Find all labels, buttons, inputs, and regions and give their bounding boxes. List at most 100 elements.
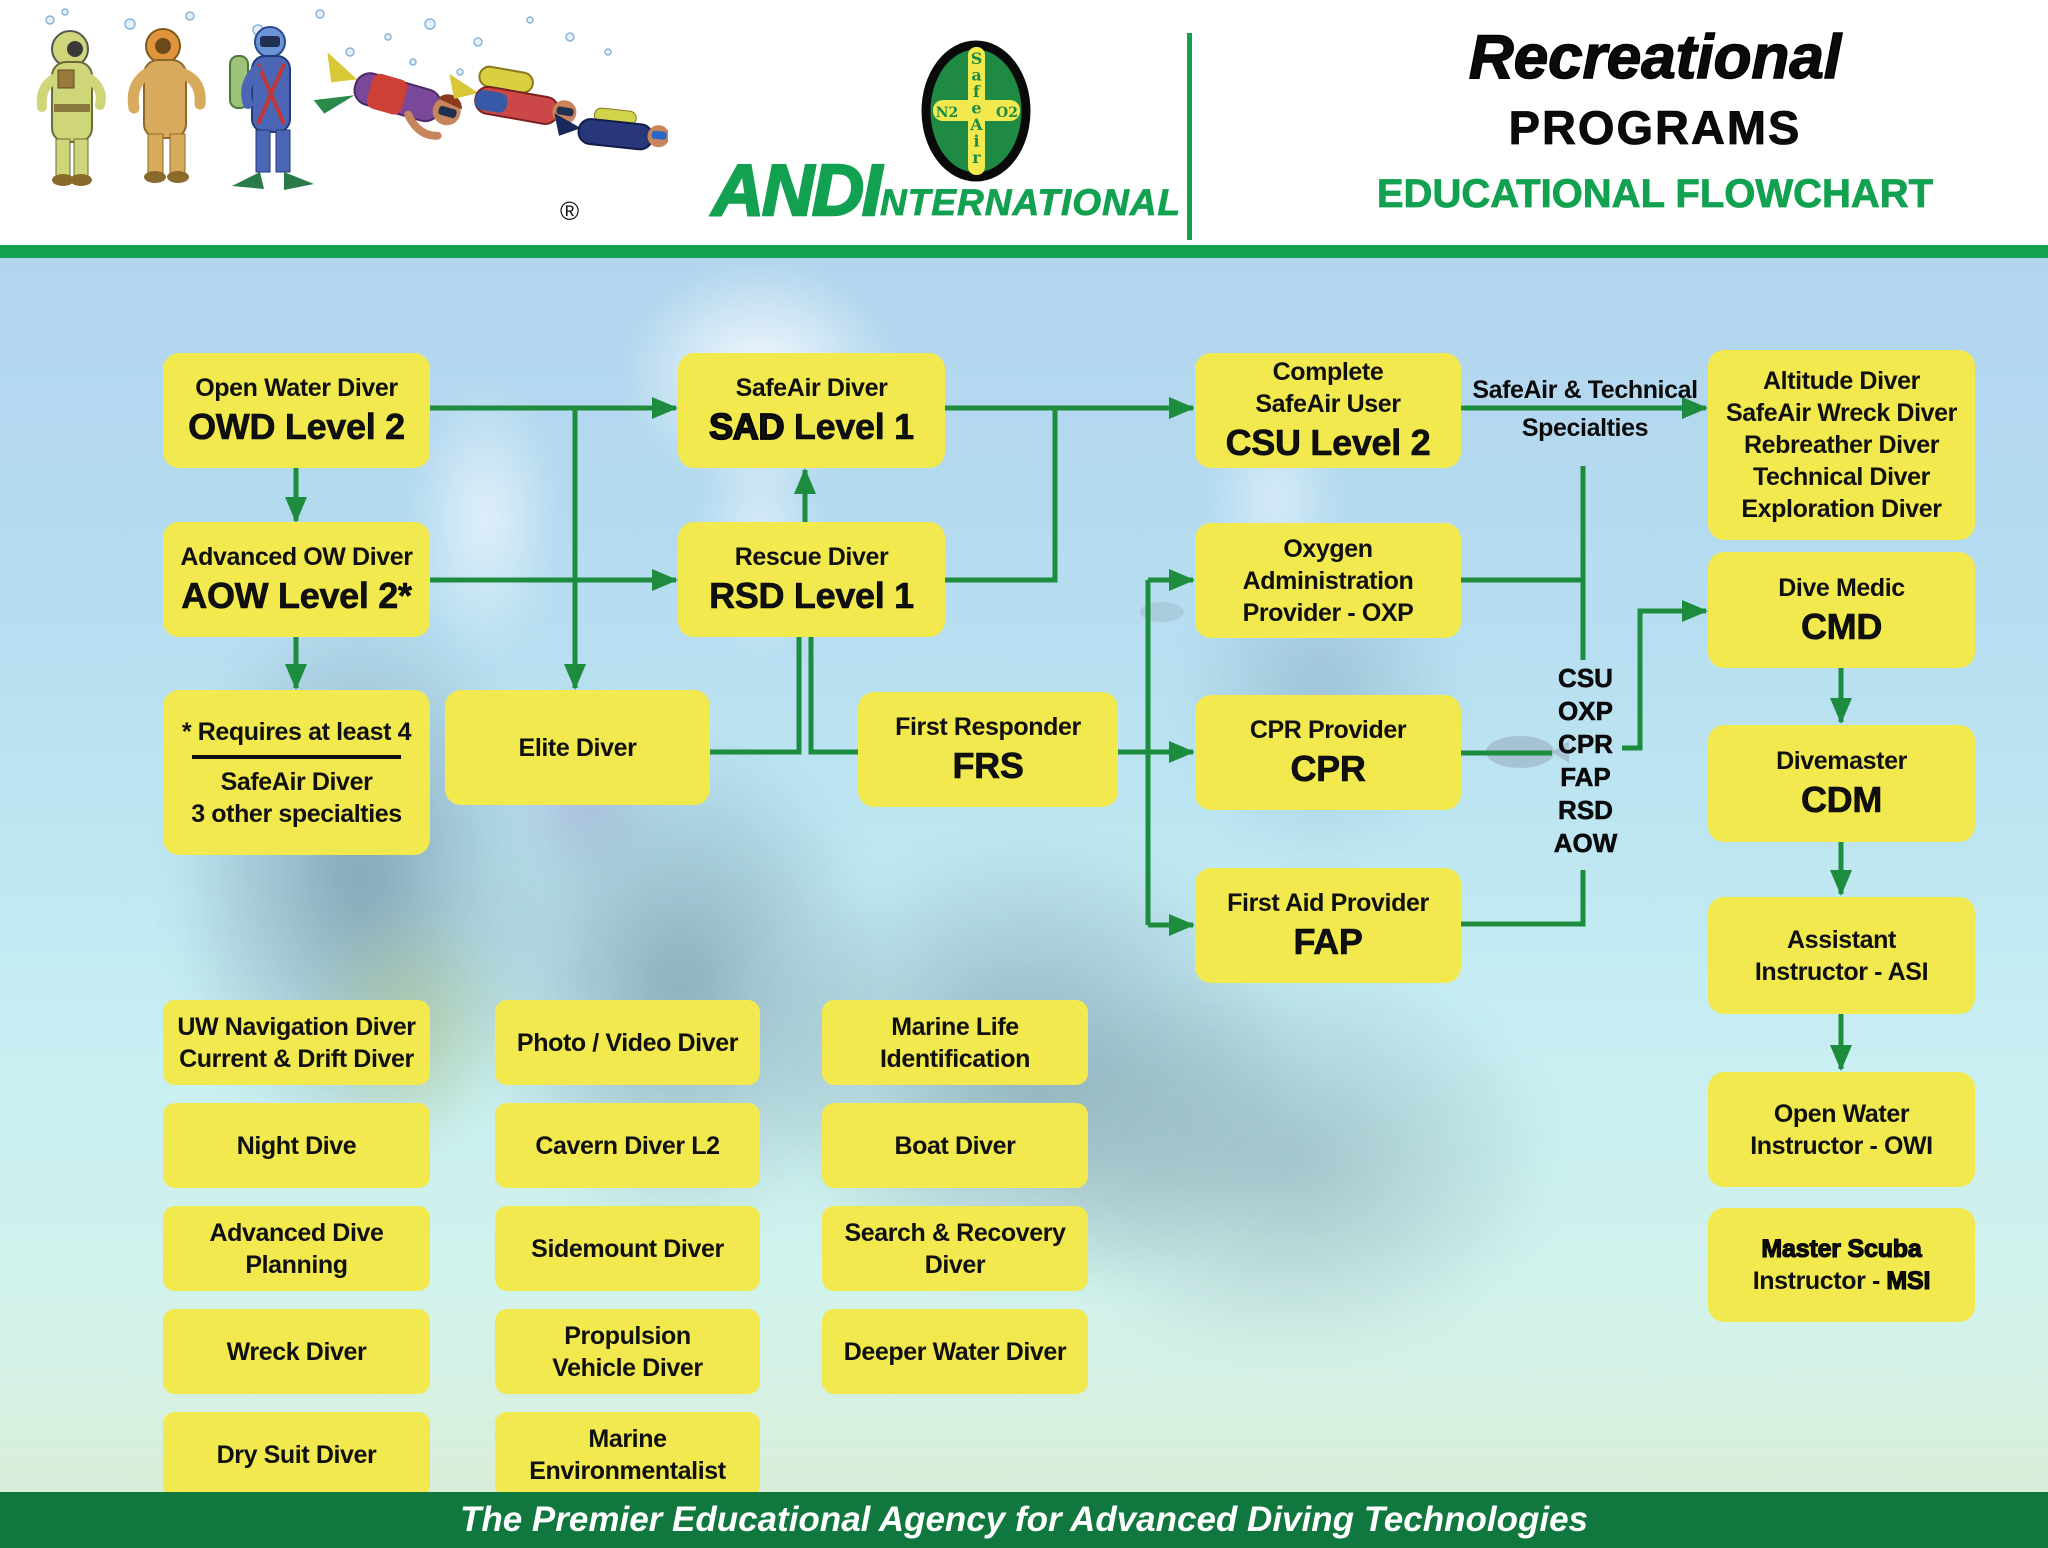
chain-item-rsd: RSD — [1558, 795, 1613, 826]
box-dry-suit-diver: Dry Suit Diver — [163, 1412, 430, 1497]
specialties-arrow-label-line2: Specialties — [1521, 414, 1649, 442]
box-text-line: Propulsion — [564, 1321, 691, 1350]
specialties-arrow-label-line1: SafeAir & Technical — [1472, 376, 1698, 404]
box-text-line: Current & Drift Diver — [179, 1044, 414, 1073]
box-text-line: Wreck Diver — [226, 1337, 367, 1366]
box-text-line: Environmentalist — [529, 1456, 726, 1485]
box-sidemount-diver: Sidemount Diver — [495, 1206, 760, 1291]
box-text-line: FAP — [1293, 921, 1363, 963]
box-text-line: OWD Level 2 — [188, 406, 406, 448]
box-text-line: SafeAir Diver — [735, 374, 888, 402]
chain-item-cpr: CPR — [1558, 729, 1613, 760]
registered-trademark: ® — [560, 196, 580, 226]
box-text-line: Elite Diver — [518, 733, 637, 762]
box-text-line: SafeAir Wreck Diver — [1726, 399, 1957, 427]
footer-tagline: The Premier Educational Agency for Advan… — [459, 1500, 1588, 1539]
page-subtitle: EDUCATIONAL FLOWCHART — [1376, 172, 1934, 217]
box-text-line: Diver — [924, 1250, 986, 1279]
box-text-line: Assistant — [1787, 925, 1896, 954]
andi-wordmark-suffix: NTERNATIONAL — [880, 182, 1182, 224]
box-text-line: Administration — [1242, 566, 1414, 595]
box-text-line: RSD Level 1 — [709, 575, 915, 617]
box-text-line: * Requires at least 4 — [181, 717, 412, 746]
underline-rule — [192, 754, 401, 759]
box-text-line: Advanced OW Diver — [180, 543, 413, 571]
box-text-line: Deeper Water Diver — [843, 1337, 1067, 1366]
box-text-line: Oxygen — [1283, 534, 1373, 563]
box-text-line: Photo / Video Diver — [516, 1028, 739, 1057]
footer-bar: The Premier Educational Agency for Advan… — [0, 1492, 2048, 1548]
brass-helmet-diver-icon — [127, 28, 206, 183]
box-text-line: Instructor - OWI — [1750, 1131, 1933, 1160]
box-text-line: CPR — [1290, 748, 1366, 790]
box-text-line: Dry Suit Diver — [216, 1440, 377, 1469]
wetsuit-diver-icon — [229, 26, 314, 190]
box-elite-diver: Elite Diver — [445, 690, 710, 805]
box-cavern-diver-l2: Cavern Diver L2 — [495, 1103, 760, 1188]
andi-logo: ANDINTERNATIONAL — [711, 150, 1232, 233]
box-text-line: SafeAir User — [1255, 390, 1401, 418]
box-text-line: Marine Life — [891, 1012, 1019, 1041]
box-text-line: Marine — [588, 1424, 667, 1453]
box-text-line: Exploration Diver — [1741, 495, 1942, 523]
swimming-diver-yellow-tank-icon — [449, 65, 577, 125]
andi-wordmark: ANDI — [711, 150, 884, 233]
box-text-line: Instructor - MSI — [1752, 1266, 1931, 1295]
bubble-plume — [410, 378, 560, 658]
box-text-line: Instructor - ASI — [1754, 957, 1929, 986]
box-night-dive: Night Dive — [163, 1103, 430, 1188]
box-text-line: Sidemount Diver — [531, 1234, 724, 1263]
svg-text:O2: O2 — [996, 105, 1018, 121]
box-deeper-water-diver: Deeper Water Diver — [822, 1309, 1088, 1394]
box-text-line: Planning — [245, 1250, 348, 1279]
box-text-line: AOW Level 2* — [181, 575, 412, 617]
vintage-suit-diver-icon — [36, 30, 106, 186]
box-text-line: CSU Level 2 — [1225, 422, 1431, 464]
svg-text:SafeAir: SafeAir — [969, 49, 983, 167]
box-text-line: First Aid Provider — [1227, 889, 1429, 917]
box-text-line: Rebreather Diver — [1743, 431, 1940, 459]
box-text-line: Dive Medic — [1778, 573, 1905, 602]
box-text-line: CMD — [1800, 605, 1883, 647]
header-divider — [1187, 33, 1192, 240]
box-text-line: Technical Diver — [1753, 463, 1930, 491]
diver-photo-silhouette — [1020, 958, 1560, 1358]
box-text-line: Provider - OXP — [1242, 598, 1414, 627]
box-text-line: UW Navigation Diver — [177, 1012, 416, 1041]
divers-illustration — [36, 8, 668, 190]
box-text-line: Boat Diver — [894, 1131, 1016, 1160]
chain-item-oxp: OXP — [1558, 696, 1613, 727]
box-text-line: FRS — [952, 745, 1024, 787]
svg-text:N2: N2 — [936, 105, 959, 121]
box-text-line: Identification — [880, 1044, 1030, 1073]
box-wreck-diver: Wreck Diver — [163, 1309, 430, 1394]
box-text-line: Vehicle Diver — [552, 1353, 703, 1382]
box-boat-diver: Boat Diver — [822, 1103, 1088, 1188]
box-text-line: First Responder — [895, 713, 1081, 741]
modern-diver-icon — [554, 107, 668, 151]
box-text-line: SafeAir Diver — [220, 767, 373, 796]
box-text-line: Night Dive — [236, 1131, 357, 1160]
box-text-line: Altitude Diver — [1763, 367, 1920, 395]
box-text-line: Open Water Diver — [195, 374, 398, 402]
header-rule-bar — [0, 245, 2048, 258]
box-text-line: CPR Provider — [1249, 716, 1407, 744]
page-title: Recreational — [1468, 22, 1842, 93]
box-text-line: Open Water — [1773, 1099, 1910, 1128]
